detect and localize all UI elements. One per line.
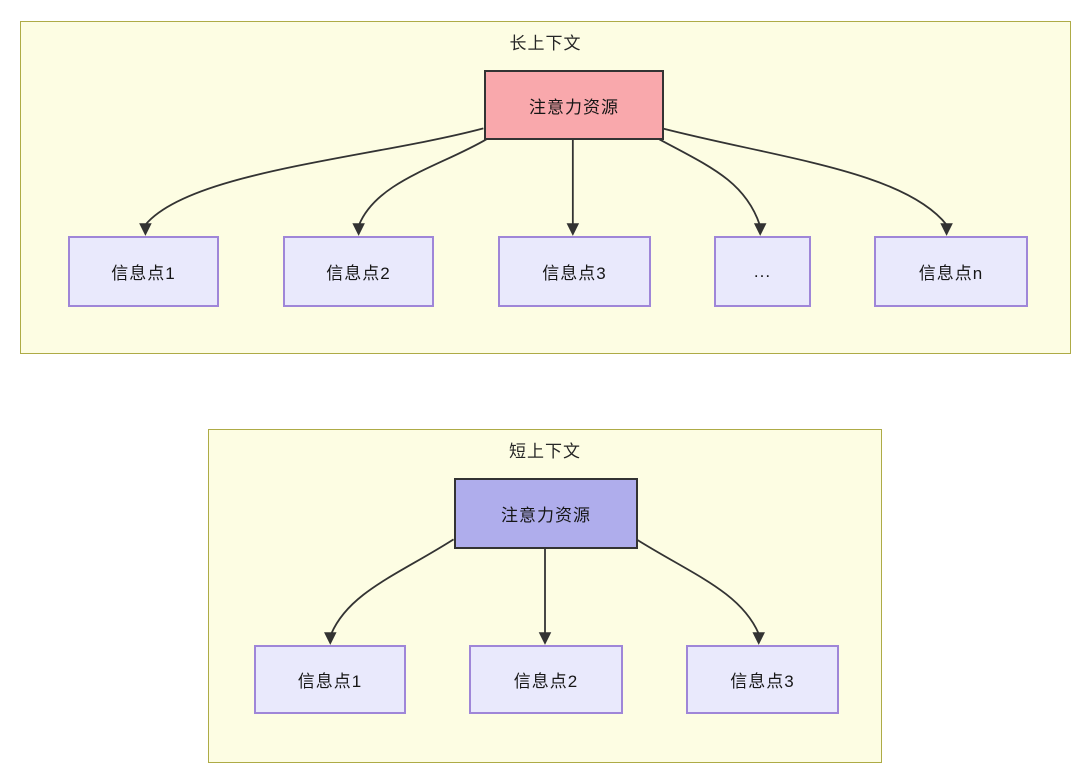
info-node-label: 信息点3	[542, 264, 607, 283]
info-node-1: 信息点1	[68, 236, 219, 307]
panel-title: 短上下文	[509, 442, 581, 461]
info-node-2: 信息点2	[469, 645, 623, 714]
attention-node-label: 注意力资源	[529, 97, 619, 117]
arrowhead	[139, 223, 152, 236]
info-node-label: 信息点3	[730, 672, 795, 691]
info-node-2: 信息点2	[283, 236, 434, 307]
arrow	[658, 138, 761, 226]
arrowhead	[940, 223, 953, 236]
attention-node-label: 注意力资源	[501, 506, 591, 525]
info-node-3: 信息点3	[498, 236, 651, 307]
info-node-n: 信息点n	[874, 236, 1028, 307]
arrowhead	[538, 632, 552, 645]
panel-short-context: 短上下文 注意力资源 信息点1 信息点2 信息点3	[208, 429, 882, 763]
attention-node-short: 注意力资源	[454, 478, 638, 549]
info-node-ellipsis: ...	[714, 236, 811, 307]
info-node-3: 信息点3	[686, 645, 839, 714]
arrow	[330, 538, 455, 635]
arrowhead	[752, 632, 765, 645]
arrowhead	[324, 632, 337, 645]
info-node-label: 信息点1	[111, 264, 176, 283]
info-node-label: 信息点2	[326, 264, 391, 283]
info-node-label: ...	[753, 261, 772, 281]
panel-title: 长上下文	[509, 34, 582, 53]
panel-long-context: 长上下文 注意力资源 信息点1 信息点2 信息点3 ...	[20, 21, 1071, 354]
arrowhead	[753, 223, 767, 236]
info-node-1: 信息点1	[254, 645, 406, 714]
info-node-label: 信息点1	[297, 672, 363, 691]
arrowhead	[352, 223, 365, 236]
info-node-label: 信息点2	[513, 672, 579, 691]
info-node-label: 信息点n	[918, 264, 984, 283]
attention-node-long: 注意力资源	[484, 70, 664, 140]
arrow	[662, 127, 948, 226]
arrowhead	[566, 223, 580, 236]
arrow	[635, 538, 760, 635]
arrow	[144, 127, 484, 226]
arrow	[358, 138, 487, 226]
